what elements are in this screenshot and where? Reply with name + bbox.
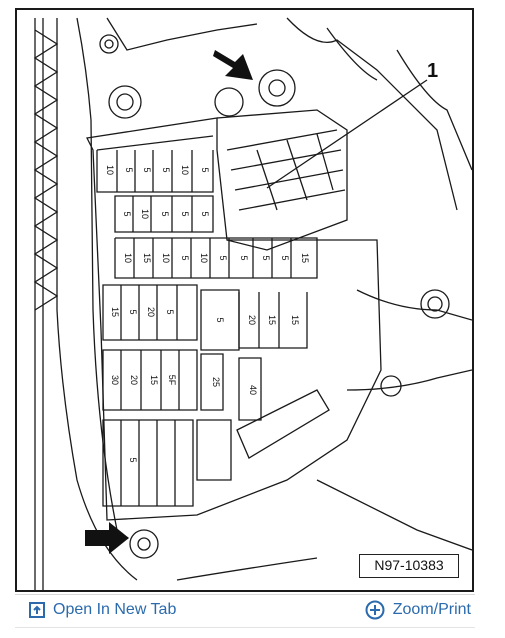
fuse-rating-label: 5 bbox=[128, 457, 138, 462]
fuse-rating-label: 5 bbox=[280, 255, 290, 260]
fuse-rating-label: 40 bbox=[248, 385, 258, 395]
fuse-rating-label: 5 bbox=[142, 167, 152, 172]
fuse-rating-label: 5 bbox=[218, 255, 228, 260]
fuse-rating-label: 5 bbox=[161, 167, 171, 172]
fuse-rating-label: 20 bbox=[146, 307, 156, 317]
fuse-rating-label: 10 bbox=[180, 165, 190, 175]
fuse-rating-label: 5 bbox=[200, 211, 210, 216]
fuse-rating-label: 10 bbox=[199, 253, 209, 263]
fuse-rating-label: 15 bbox=[290, 315, 300, 325]
fuse-rating-label: 15 bbox=[267, 315, 277, 325]
zoom-print-button[interactable]: Zoom/Print bbox=[365, 599, 471, 621]
fuse-rating-label: 15 bbox=[110, 307, 120, 317]
fuse-rating-label: 5 bbox=[261, 255, 271, 260]
open-new-tab-button[interactable]: Open In New Tab bbox=[29, 599, 176, 621]
fuse-rating-label: 5 bbox=[180, 211, 190, 216]
fuse-rating-label: 5 bbox=[124, 167, 134, 172]
image-toolbar: Open In New Tab Zoom/Print bbox=[15, 594, 475, 625]
fuse-rating-label: 15 bbox=[142, 253, 152, 263]
fuse-rating-label: 20 bbox=[129, 375, 139, 385]
fuse-rating-label: 5 bbox=[180, 255, 190, 260]
open-new-tab-icon bbox=[29, 602, 45, 618]
reference-code: N97-10383 bbox=[359, 554, 459, 578]
fuse-rating-label: 25 bbox=[211, 377, 221, 387]
fuse-rating-label: 15 bbox=[300, 253, 310, 263]
divider bbox=[15, 627, 475, 628]
fuse-rating-label: 10 bbox=[140, 209, 150, 219]
fuse-rating-label: 10 bbox=[161, 253, 171, 263]
fuse-rating-label: 5 bbox=[239, 255, 249, 260]
fuse-rating-label: 5 bbox=[128, 309, 138, 314]
fuse-rating-label: 5F bbox=[167, 375, 177, 386]
fuse-rating-label: 10 bbox=[105, 165, 115, 175]
fuse-rating-label: 5 bbox=[215, 317, 225, 322]
fuse-rating-label: 20 bbox=[247, 315, 257, 325]
fuse-rating-label: 15 bbox=[149, 375, 159, 385]
fuse-rating-label: 5 bbox=[160, 211, 170, 216]
zoom-plus-icon bbox=[365, 600, 385, 620]
open-new-tab-label: Open In New Tab bbox=[53, 601, 177, 618]
zoom-print-label: Zoom/Print bbox=[392, 601, 471, 618]
fuse-rating-label: 5 bbox=[122, 211, 132, 216]
fuse-rating-label: 10 bbox=[123, 253, 133, 263]
fuse-rating-label: 5 bbox=[200, 167, 210, 172]
fuse-rating-label: 30 bbox=[110, 375, 120, 385]
callout-label: 1 bbox=[427, 60, 439, 82]
fuse-rating-label: 5 bbox=[165, 309, 175, 314]
